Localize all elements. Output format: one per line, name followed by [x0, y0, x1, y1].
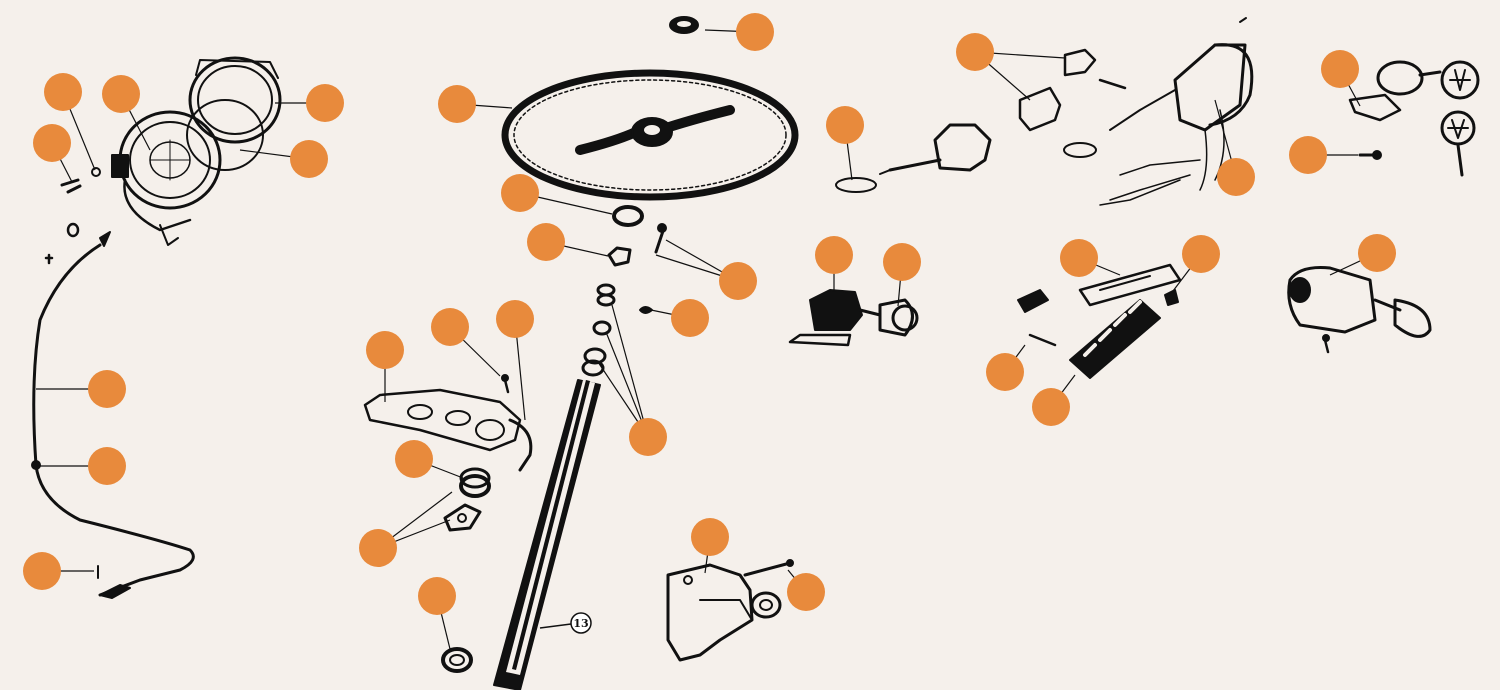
hotspots	[23, 13, 1396, 615]
hotspot-ignition-screw[interactable]	[1289, 136, 1327, 174]
illustrations	[31, 16, 1480, 690]
hotspot-ignition-switch[interactable]	[1321, 50, 1359, 88]
hotspot-column-flange[interactable]	[359, 529, 397, 567]
wiper-switch-illustration	[1099, 17, 1254, 206]
headlight-switch-illustration	[788, 289, 919, 347]
hotspot-fuse-clip[interactable]	[1182, 235, 1220, 273]
hotspot-contact-ring[interactable]	[501, 174, 539, 212]
hotspot-fuse-box[interactable]	[1032, 388, 1070, 426]
hotspot-gauge-bracket-screw[interactable]	[33, 124, 71, 162]
part-label-13: 13	[539, 612, 592, 634]
hotspot-horn-cap[interactable]	[736, 13, 774, 51]
hotspot-switch-clamp[interactable]	[956, 33, 994, 71]
hotspot-horn-wire[interactable]	[496, 300, 534, 338]
fuse-box-illustration	[1017, 263, 1182, 379]
hotspot-column-bushing[interactable]	[395, 440, 433, 478]
hotspot-speedometer-gauge[interactable]	[102, 75, 140, 113]
hotspot-starter-switch[interactable]	[1358, 234, 1396, 272]
hotspot-wiper-switch-assembly[interactable]	[1217, 158, 1255, 196]
hotspot-cable-grommet[interactable]	[88, 447, 126, 485]
ignition-lock-illustration	[666, 559, 794, 662]
hotspot-steering-nut[interactable]	[527, 223, 565, 261]
hotspot-column-bracket[interactable]	[366, 331, 404, 369]
steering-wheel-illustration	[493, 16, 799, 690]
hotspot-lower-bushing[interactable]	[418, 577, 456, 615]
hotspot-lock-mount-screw[interactable]	[787, 573, 825, 611]
hotspot-bracket-screw[interactable]	[431, 308, 469, 346]
hotspot-column-spring-set[interactable]	[629, 418, 667, 456]
hotspot-cable-clip[interactable]	[23, 552, 61, 590]
turn-signal-illustration	[835, 48, 1127, 193]
hotspot-steering-wheel[interactable]	[438, 85, 476, 123]
hotspot-gauge-nut[interactable]	[44, 73, 82, 111]
hotspot-speedometer-bezel[interactable]	[306, 84, 344, 122]
column-bracket-illustration	[363, 374, 533, 673]
hotspot-headlight-switch[interactable]	[815, 236, 853, 274]
hotspot-switch-knob[interactable]	[883, 243, 921, 281]
starter-switch-illustration	[1287, 266, 1432, 354]
hotspot-fuse-box-cover[interactable]	[1060, 239, 1098, 277]
hotspot-switch-lens[interactable]	[826, 106, 864, 144]
hotspot-speedometer-seal[interactable]	[290, 140, 328, 178]
hotspot-horn-contact-screw[interactable]	[719, 262, 757, 300]
hotspot-ignition-lock-body[interactable]	[691, 518, 729, 556]
hotspot-fuse-pin[interactable]	[986, 353, 1024, 391]
speedometer-illustration	[31, 56, 282, 599]
part-label-13-text: 13	[573, 617, 588, 630]
hotspot-speedometer-cable[interactable]	[88, 370, 126, 408]
hotspot-woodruff-key[interactable]	[671, 299, 709, 337]
ignition-switch-illustration	[1348, 60, 1480, 177]
